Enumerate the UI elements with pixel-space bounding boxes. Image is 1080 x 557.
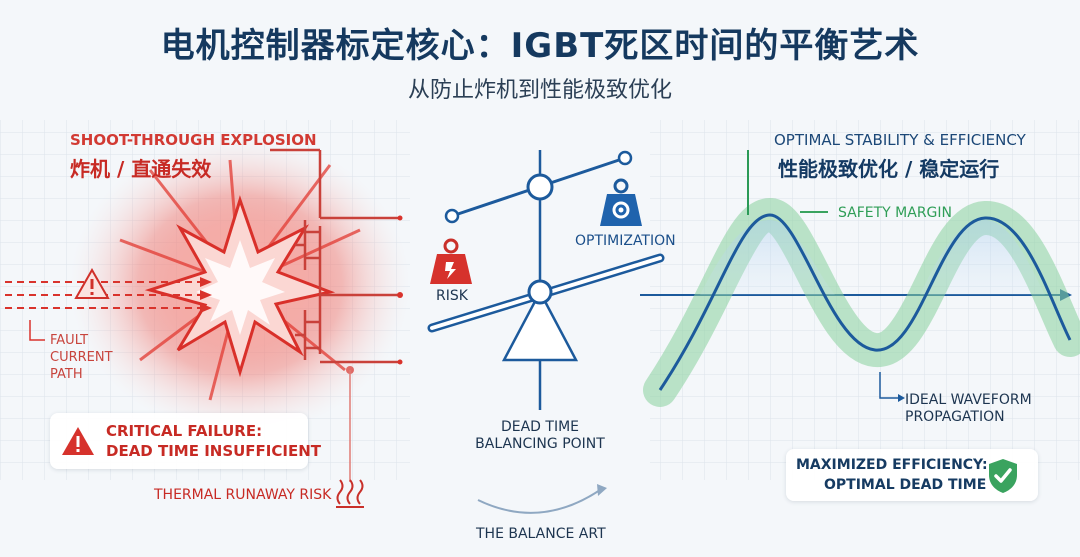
efficiency-card-title: MAXIMIZED EFFICIENCY:: [796, 457, 988, 473]
upper-pivot: [526, 173, 554, 201]
page-subtitle: 从防止炸机到性能极致优化: [407, 78, 672, 103]
gear-weight-icon: [600, 178, 642, 226]
fulcrum-triangle: [501, 289, 579, 362]
safety-band-fill: [700, 220, 1045, 295]
upper-end-left: [444, 208, 460, 224]
balance-arc-arrow: [597, 484, 607, 496]
igbt-half-bridge-icon: [270, 148, 400, 364]
balance-art-label: THE BALANCE ART: [476, 526, 606, 542]
explosion-core-icon: [196, 240, 285, 335]
waveform-callout: [879, 372, 900, 399]
critical-failure-title: CRITICAL FAILURE:: [106, 422, 263, 440]
balancing-point-label: DEAD TIME BALANCING POINT: [475, 419, 605, 452]
ideal-waveform: [658, 213, 1072, 391]
explosion-caption-cn: 炸机 / 直通失效: [70, 157, 212, 181]
optimization-label: OPTIMIZATION: [575, 233, 676, 249]
optimal-caption-cn: 性能极致优化 / 稳定运行: [778, 157, 1000, 181]
upper-end-right: [617, 150, 633, 166]
page-title: 电机控制器标定核心：IGBT死区时间的平衡艺术: [160, 26, 920, 66]
fault-current-label: FAULT CURRENT PATH: [50, 333, 113, 382]
fulcrum-pivot: [527, 279, 553, 305]
thermal-runaway-label: THERMAL RUNAWAY RISK: [154, 487, 332, 503]
bridge-nodes: [346, 215, 403, 374]
balance-arc: [477, 489, 601, 514]
safety-margin-label: SAFETY MARGIN: [838, 205, 953, 221]
risk-label: RISK: [436, 288, 468, 304]
efficiency-card: MAXIMIZED EFFICIENCY: OPTIMAL DEAD TIME: [786, 449, 1038, 501]
optimal-stability-caption: OPTIMAL STABILITY & EFFICIENCY: [774, 131, 1026, 149]
heat-waves-icon: [336, 479, 364, 508]
critical-failure-card: CRITICAL FAILURE: DEAD TIME INSUFFICIENT: [50, 413, 321, 469]
fault-callout-line: [29, 320, 45, 341]
warning-icon: [62, 427, 94, 455]
fault-arrow-heads: [200, 277, 212, 313]
risk-weight-icon: [430, 238, 472, 284]
shield-check-icon: [989, 459, 1017, 493]
ideal-waveform-label: IDEAL WAVEFORM PROPAGATION: [905, 392, 1032, 425]
waveform-callout-arrow: [898, 394, 905, 402]
shoot-through-caption: SHOOT-THROUGH EXPLOSION: [70, 131, 317, 149]
critical-failure-body: DEAD TIME INSUFFICIENT: [106, 442, 322, 460]
warning-triangle-icon: [74, 267, 110, 299]
efficiency-card-body: OPTIMAL DEAD TIME: [824, 477, 987, 493]
